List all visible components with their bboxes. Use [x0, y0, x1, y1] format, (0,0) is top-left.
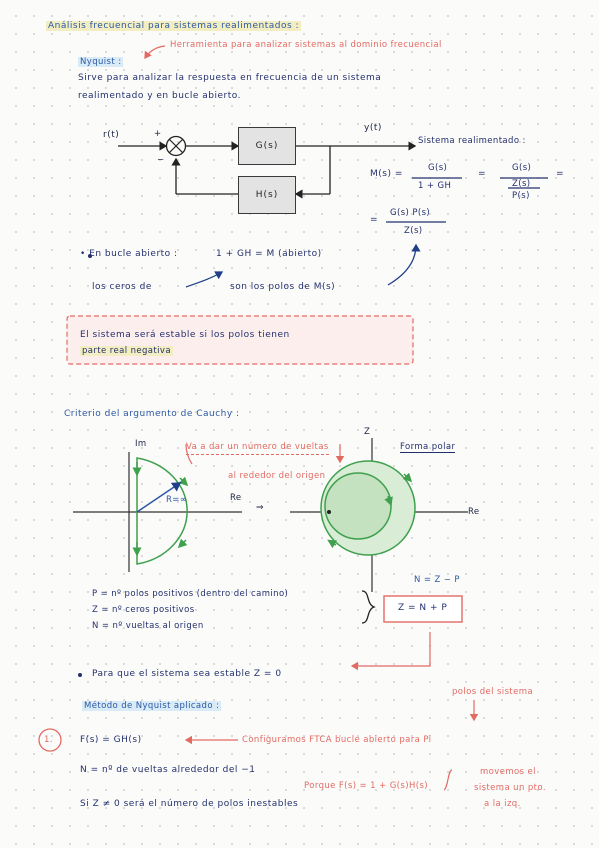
fcs-def: F(s) = GH(s) — [80, 735, 142, 745]
cauchy-annotation2: al rededor del origen — [228, 471, 326, 481]
frac1-num: G(s) — [428, 163, 448, 173]
radius-label: R=∞ — [166, 495, 188, 505]
step-number: 1. — [44, 735, 53, 745]
frac2-num: G(s) — [512, 163, 532, 173]
moving-note-1: movemos el — [480, 767, 536, 777]
open-loop-bullet-text: En bucle abierto : — [89, 249, 178, 259]
nyquist-heading-text: Nyquist : — [78, 57, 124, 67]
result-eq-sign: = — [370, 215, 379, 225]
config-note: Configuramos FTCA bucle abierto para Pi — [242, 735, 432, 745]
are-poles-of-text: son los polos de M(s) — [230, 282, 336, 292]
page-title-text: Análisis frecuencial para sistemas reali… — [46, 21, 302, 31]
zeros-of-text: los ceros de — [92, 282, 152, 292]
cauchy-annotation1-text: Va a dar un número de vueltas — [186, 442, 329, 455]
stability-line2-text: parte real negativa — [80, 346, 173, 356]
final-statement: Si Z ≠ 0 será el número de polos inestab… — [80, 799, 299, 809]
minus-sign: − — [157, 155, 165, 165]
poles-note: polos del sistema — [452, 687, 534, 697]
closed-loop-heading: Sistema realimentado : — [418, 136, 526, 146]
result-num: G(s) P(s) — [390, 208, 431, 218]
stability-box — [66, 315, 414, 365]
eq-sign-1: = — [478, 169, 487, 179]
moving-note-3: a la izq. — [484, 799, 521, 809]
def-z: Z = nº ceros positivos — [92, 605, 195, 615]
forma-polar-label: Forma polar — [400, 442, 456, 453]
applied-heading-text: Método de Nyquist aplicado : — [82, 701, 222, 711]
stability-line1: El sistema será estable si los polos tie… — [80, 330, 290, 340]
forma-polar-text: Forma polar — [400, 442, 456, 453]
frac1-den: 1 + GH — [418, 181, 452, 191]
stable-condition: Para que el sistema sea estable Z = 0 — [92, 669, 282, 679]
z-axis-label: Z — [364, 427, 371, 437]
re-axis-label: Re — [230, 493, 242, 503]
nyquist-desc-line1: Sirve para analizar la respuesta en frec… — [78, 73, 382, 83]
block-diagram-lines — [118, 141, 417, 199]
applied-heading: Método de Nyquist aplicado : — [82, 701, 222, 711]
output-label: y(t) — [364, 123, 382, 133]
stability-line2: parte real negativa — [80, 346, 173, 356]
result-den: Z(s) — [404, 226, 423, 236]
cauchy-annotation1: Va a dar un número de vueltas — [186, 442, 329, 455]
feedback-block: H(s) — [238, 176, 296, 214]
nyquist-annotation-arrow — [144, 45, 166, 59]
cauchy-right-plot — [290, 438, 468, 592]
plus-sign: + — [154, 129, 162, 139]
zeros-arrow — [185, 271, 224, 288]
nyquist-desc-line2: realimentado y en bucle abierto. — [78, 91, 241, 101]
definitions-brace — [361, 590, 376, 624]
def-n: N = nº vueltas al origen — [92, 621, 204, 631]
step-circle — [38, 728, 62, 752]
frac2-den-top: Z(s) — [512, 179, 531, 189]
input-label: r(t) — [103, 130, 120, 140]
frac2-den-bottom: P(s) — [512, 191, 530, 201]
fraction-lines — [386, 177, 548, 223]
cauchy-heading: Criterio del argumento de Cauchy : — [64, 409, 240, 419]
re2-axis-label: Re — [468, 507, 480, 517]
open-loop-expr: 1 + GH = M (abierto) — [216, 249, 322, 259]
poles-arrow — [387, 243, 421, 286]
boxed-equation: Z = N + P — [398, 603, 448, 613]
boxed-equation-frame — [383, 595, 463, 623]
nyquist-heading: Nyquist : — [78, 57, 124, 67]
open-loop-bullet: • En bucle abierto : — [80, 249, 178, 259]
moving-note-2: sistema un pto. — [474, 783, 546, 793]
n-def-applied: N = nº de vueltas alrededor del −1 — [80, 765, 256, 775]
forward-block: G(s) — [238, 127, 296, 165]
closed-loop-lhs: M(s) = — [370, 169, 403, 179]
relation-nzp: N = Z − P — [414, 575, 460, 585]
im-axis-label: Im — [135, 439, 147, 449]
eq-sign-2: = — [556, 169, 565, 179]
summing-junction — [165, 135, 187, 157]
nyquist-annotation: Herramienta para analizar sistemas al do… — [170, 40, 442, 50]
porque-note: Porque F(s) = 1 + G(s)H(s) — [304, 781, 428, 791]
transform-arrow: ⇒ — [256, 503, 265, 513]
cauchy-left-plot — [73, 452, 242, 572]
page-title: Análisis frecuencial para sistemas reali… — [46, 21, 302, 31]
def-p: P = nº polos positivos (dentro del camin… — [92, 589, 289, 599]
